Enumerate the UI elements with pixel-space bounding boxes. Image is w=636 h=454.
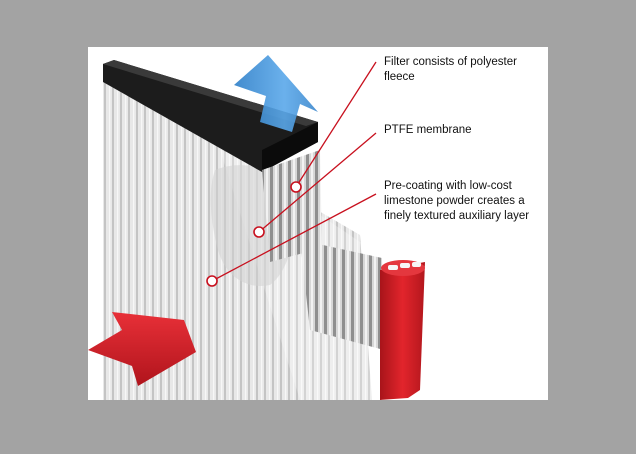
callout-membrane-line-1: PTFE membrane — [384, 124, 472, 136]
inflow-arrow — [88, 312, 196, 386]
callout-fleece: Filter consists of polyester fleece — [384, 55, 517, 85]
exposed-fins-upper — [262, 150, 322, 262]
side-frame-slot-3 — [412, 262, 421, 267]
callout-precoat: Pre-coating with low-cost limestone powd… — [384, 179, 529, 224]
marker-membrane — [253, 226, 265, 238]
callout-fleece-line-1: Filter consists of polyester — [384, 56, 517, 68]
outflow-arrow — [234, 55, 318, 132]
leader-line-membrane — [258, 132, 377, 233]
exposed-fins-lower — [300, 240, 384, 350]
top-frame-edge — [262, 122, 318, 172]
side-frame-slot-2 — [400, 263, 410, 268]
marker-precoat — [206, 275, 218, 287]
side-frame-slot-1 — [388, 265, 398, 270]
callout-precoat-line-2: limestone powder creates a — [384, 195, 525, 207]
leader-line-precoat — [211, 193, 377, 282]
callout-precoat-line-1: Pre-coating with low-cost — [384, 180, 512, 192]
marker-fleece — [290, 181, 302, 193]
side-frame — [380, 262, 425, 400]
callout-membrane: PTFE membrane — [384, 123, 472, 138]
callout-fleece-line-2: fleece — [384, 71, 415, 83]
top-frame — [103, 60, 318, 172]
callout-precoat-line-3: finely textured auxiliary layer — [384, 210, 530, 222]
leader-line-fleece — [295, 61, 377, 188]
